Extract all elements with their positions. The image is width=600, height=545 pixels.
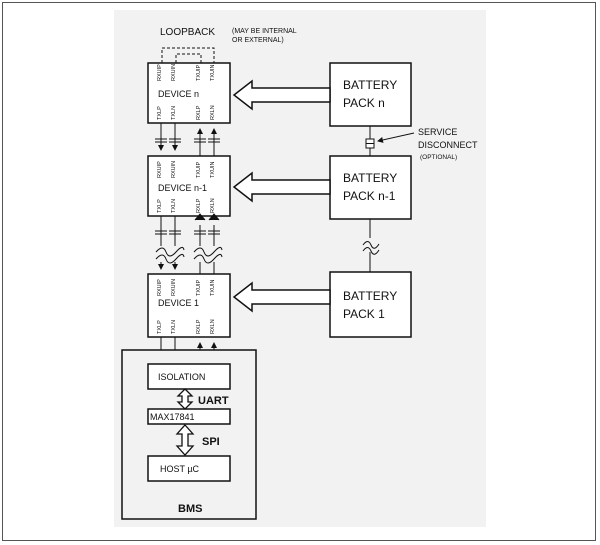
device-n-1-pin-rxln: RXLN — [210, 198, 216, 213]
battery-pack-1: BATTERY PACK 1 — [329, 271, 412, 338]
max17841-block — [147, 408, 231, 425]
arrow-pack-1-to-device-1 — [232, 281, 331, 313]
device-n-1-pin-txln: TXLN — [171, 199, 177, 213]
arrow-pack-n-to-device-n — [232, 79, 331, 111]
device-1-pin-rxln: RXLN — [210, 319, 216, 334]
uart-double-arrow — [176, 388, 194, 410]
pack-chain-wiring — [362, 126, 415, 272]
loopback-label: LOOPBACK — [160, 27, 215, 38]
device-n-block: RXUIP RXUIN TXUIP TXUIN DEVICE n TXLP TX… — [147, 62, 231, 124]
service-disconnect-line3: (OPTIONAL) — [420, 154, 457, 161]
device-n-1-pin-txuin: TXUIN — [210, 161, 216, 178]
host-uc-block — [147, 455, 231, 482]
pack-to-device-arrows — [232, 79, 331, 313]
device-1-pin-txln: TXLN — [171, 320, 177, 334]
isolation-block — [147, 363, 231, 390]
loopback-note-line2: OR EXTERNAL) — [232, 37, 284, 44]
device-1-pin-rxuin: RXUIN — [171, 279, 177, 296]
bms-label: BMS — [178, 503, 202, 515]
host-uc-label: HOST µC — [160, 464, 200, 474]
service-disconnect-line2: DISCONNECT — [418, 140, 478, 150]
device-1-label: DEVICE 1 — [158, 298, 199, 308]
link-n-to-n-1 — [155, 123, 220, 156]
spi-double-arrow — [175, 424, 195, 456]
device-n-label: DEVICE n — [158, 89, 199, 99]
device-1-pin-txuip: TXUIP — [196, 279, 202, 296]
device-n-1-pin-txlp: TXLP — [157, 199, 163, 213]
device-1-pin-rxlp: RXLP — [196, 319, 202, 334]
service-disconnect-line1: SERVICE — [418, 127, 457, 137]
device-1-block: RXUIP RXUIN TXUIP TXUIN DEVICE 1 TXLP TX… — [147, 273, 231, 338]
battery-pack-n-1: BATTERY PACK n-1 — [329, 155, 412, 220]
device-n-pin-txuin: TXUIN — [210, 64, 216, 81]
device-n-pin-txln: TXLN — [171, 106, 177, 120]
device-n-1-pin-txuip: TXUIP — [196, 161, 202, 178]
device-1-pin-rxuip: RXUIP — [157, 279, 163, 296]
battery-pack-1-line1: BATTERY — [343, 289, 397, 303]
device-n-pin-rxlp: RXLP — [196, 105, 202, 120]
device-n-1-pin-rxuip: RXUIP — [157, 161, 163, 178]
device-n-1-pin-rxuin: RXUIN — [171, 161, 177, 178]
arrow-pack-n-1-to-device-n-1 — [232, 171, 331, 203]
battery-pack-n: BATTERY PACK n — [329, 62, 412, 127]
battery-pack-n-line2: PACK n — [343, 96, 385, 110]
battery-pack-n-line1: BATTERY — [343, 78, 397, 92]
isolation-label: ISOLATION — [158, 372, 205, 382]
device-1-pin-txlp: TXLP — [157, 320, 163, 334]
device-n-pin-rxln: RXLN — [210, 105, 216, 120]
loopback-wires — [161, 47, 215, 63]
figure-frame — [2, 2, 596, 541]
bms-block: ISOLATION MAX17841 HOST µC UART SPI BMS — [121, 349, 257, 520]
device-n-pin-rxuin: RXUIN — [171, 64, 177, 81]
device-n-pin-rxuip: RXUIP — [157, 64, 163, 81]
device-n-pin-txuip: TXUIP — [196, 64, 202, 81]
device-n-1-pin-rxlp: RXLP — [196, 198, 202, 213]
battery-pack-n-1-line2: PACK n-1 — [343, 189, 396, 203]
device-n-1-label: DEVICE n-1 — [158, 183, 207, 193]
battery-pack-n-1-line1: BATTERY — [343, 171, 397, 185]
device-n-pin-txlp: TXLP — [157, 106, 163, 120]
battery-pack-1-line2: PACK 1 — [343, 307, 385, 321]
device-n-1-block: RXUIP RXUIN TXUIP TXUIN DEVICE n-1 TXLP … — [147, 155, 231, 217]
uart-label: UART — [198, 395, 229, 407]
device-1-pin-txuin: TXUIN — [210, 279, 216, 296]
spi-label: SPI — [202, 436, 220, 448]
max17841-label: MAX17841 — [150, 412, 195, 422]
link-n-1-to-1 — [155, 213, 223, 274]
loopback-note-line1: (MAY BE INTERNAL — [232, 28, 297, 35]
